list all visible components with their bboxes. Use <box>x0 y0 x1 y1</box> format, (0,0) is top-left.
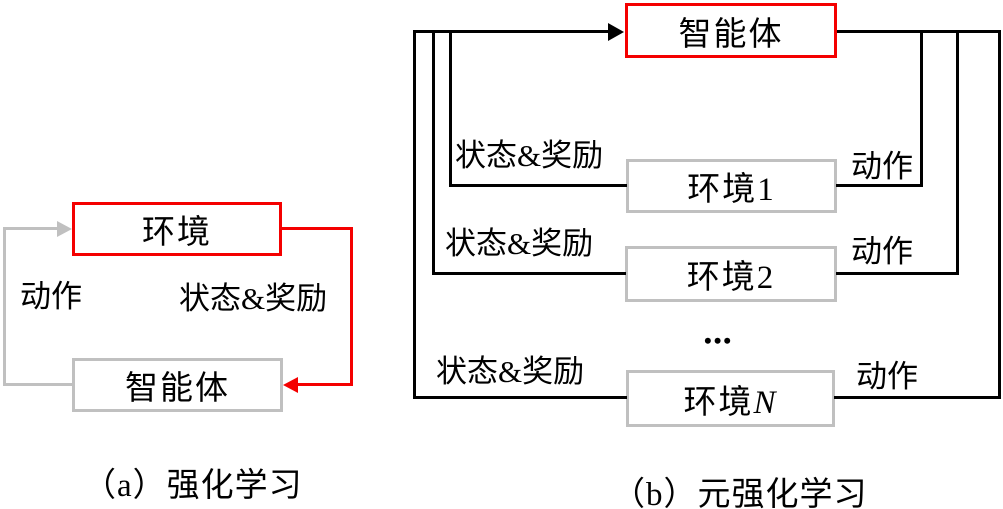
panel-a-state-line-vertical <box>350 227 353 386</box>
panel-b-env1-feedback-vertical <box>449 30 452 187</box>
panel-b-env1-feedback-horizontal <box>449 184 627 187</box>
panel-b-env2-state-reward-label: 状态&奖励 <box>445 226 594 261</box>
panel-a-action-line-top <box>3 227 58 230</box>
panel-b-environment-n-label: 环境N <box>683 384 778 421</box>
panel-a-caption: （a）强化学习 <box>83 468 303 504</box>
panel-a-state-line-top <box>281 227 353 230</box>
panel-a-environment-label: 环境 <box>142 215 212 251</box>
panel-a-state-arrowhead-icon <box>283 377 298 393</box>
panel-b-action-line-top <box>837 30 1001 33</box>
panel-b-environment-1-label: 环境1 <box>687 172 776 208</box>
panel-b-envn-action-horizontal <box>834 396 1001 399</box>
panel-a-action-line-bottom <box>3 383 72 386</box>
panel-b-env2-action-vertical <box>956 30 959 275</box>
panel-b-caption: （b）元强化学习 <box>612 477 868 509</box>
panel-b-agent-label: 智能体 <box>678 16 784 53</box>
panel-b-env1-state-reward-label: 状态&奖励 <box>455 138 604 173</box>
panel-b-envn-action-label: 动作 <box>856 359 918 394</box>
panel-a-action-label: 动作 <box>20 279 82 314</box>
panel-b-environment-2-label: 环境2 <box>686 260 776 296</box>
panel-a-state-line-bottom <box>297 383 353 386</box>
panel-b-agent-box: 智能体 <box>625 3 837 58</box>
panel-b-envn-action-vertical <box>998 30 1001 399</box>
panel-b-env1-action-vertical <box>920 30 923 187</box>
ellipsis-icon: ••• <box>704 328 734 353</box>
panel-b-env1-action-label: 动作 <box>851 149 913 184</box>
panel-b-envn-state-reward-label: 状态&奖励 <box>436 354 585 389</box>
panel-a-environment-box: 环境 <box>72 202 282 256</box>
panel-b-agent-arrowhead-icon <box>608 23 624 41</box>
panel-b-environment-1-box: 环境1 <box>626 159 837 213</box>
panel-a-agent-label: 智能体 <box>125 371 230 407</box>
panel-b-env1-action-horizontal <box>836 184 923 187</box>
panel-a-state-reward-label: 状态&奖励 <box>179 281 328 316</box>
panel-b-environment-n-box: 环境N <box>626 370 835 427</box>
panel-b-environment-2-box: 环境2 <box>625 246 837 302</box>
panel-b-envn-feedback-horizontal <box>413 396 627 399</box>
panel-b-env2-feedback-vertical <box>432 30 435 275</box>
panel-b-feedback-line-top <box>413 30 609 33</box>
panel-a-action-line-vertical <box>3 227 6 386</box>
panel-b-env2-action-horizontal <box>836 272 959 275</box>
panel-b-env2-feedback-horizontal <box>432 272 626 275</box>
panel-a-action-arrowhead-icon <box>57 221 72 237</box>
panel-a-agent-box: 智能体 <box>72 358 283 412</box>
panel-b-envn-feedback-vertical <box>413 30 416 399</box>
panel-b-env2-action-label: 动作 <box>851 234 913 269</box>
